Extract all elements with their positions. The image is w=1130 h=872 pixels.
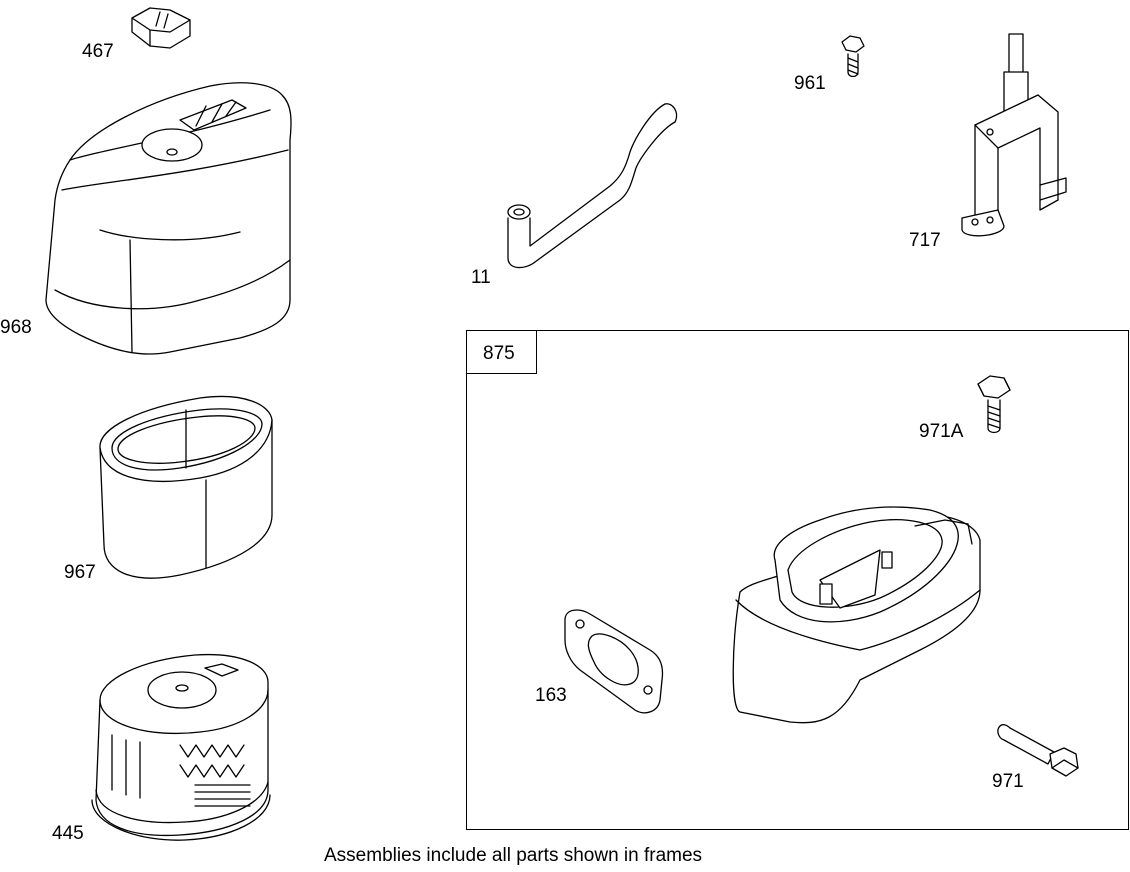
label-467: 467 [82,41,114,62]
label-971: 971 [992,771,1024,792]
label-961: 961 [794,73,826,94]
assembly-frame-tab: 875 [467,331,537,374]
part-971-bolt [998,725,1078,776]
part-971a-screw [978,376,1010,433]
label-875: 875 [483,343,515,364]
label-971a: 971A [919,421,964,442]
part-163-gasket [565,610,663,713]
part-968-cover [46,83,291,354]
part-961-screw [842,36,864,77]
label-11: 11 [471,267,491,288]
part-467-knob [132,8,190,48]
assembly-frame-875: 875 [466,330,1129,830]
part-445-filter [92,655,270,841]
part-967-precleaner [100,397,272,579]
label-967: 967 [64,562,96,583]
part-11-tube [508,104,677,268]
part-717-bracket [962,34,1066,236]
label-445: 445 [52,823,84,844]
label-717: 717 [909,230,941,251]
part-base-housing [733,507,980,723]
diagram-caption: Assemblies include all parts shown in fr… [324,845,703,866]
label-968: 968 [0,317,32,338]
label-163: 163 [535,685,567,706]
